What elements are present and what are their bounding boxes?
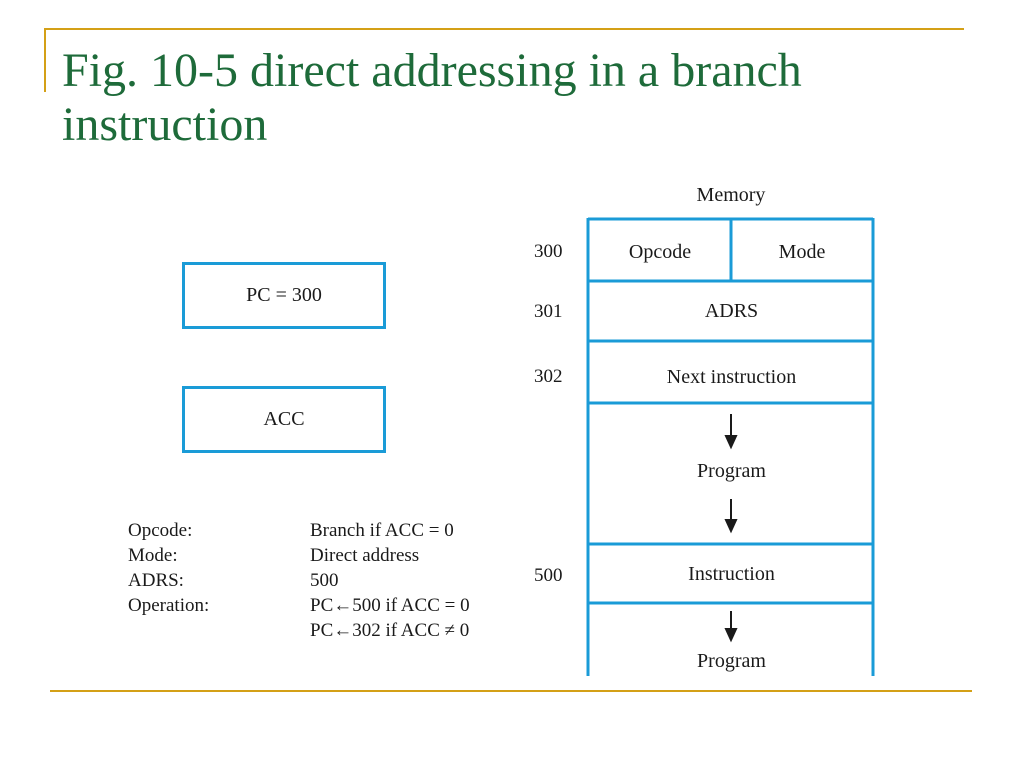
legend-value-operation-2: PC←302 if ACC ≠ 0 [310, 620, 470, 641]
memory-cell-instruction: Instruction [688, 563, 775, 585]
down-arrow-icon [724, 414, 738, 450]
address-302: 302 [534, 366, 563, 387]
slide-title: Fig. 10-5 direct addressing in a branch … [62, 44, 802, 151]
title-accent-rule [44, 28, 964, 30]
address-301: 301 [534, 301, 563, 322]
footer-rule [50, 690, 972, 692]
pc-register-box: PC = 300 [182, 262, 386, 329]
down-arrow-icon [724, 499, 738, 534]
legend-value-mode: Direct address [310, 545, 420, 566]
legend-key-operation: Operation: [128, 595, 210, 616]
legend-key-adrs: ADRS: [128, 570, 184, 591]
memory-cell-program: Program [697, 460, 766, 482]
acc-register-box: ACC [182, 386, 386, 453]
memory-cell-mode: Mode [778, 241, 826, 263]
acc-register-label: ACC [263, 408, 305, 430]
memory-cell-opcode: Opcode [628, 241, 692, 263]
legend-key-mode: Mode: [128, 545, 178, 566]
memory-cell-next-instruction: Next instruction [666, 366, 797, 388]
legend-key-opcode: Opcode: [128, 520, 193, 541]
address-300: 300 [534, 241, 563, 262]
pc-register-label: PC = 300 [246, 284, 322, 306]
memory-heading: Memory [696, 184, 766, 206]
memory-cell-program: Program [697, 650, 766, 672]
memory-cell-adrs: ADRS [704, 300, 759, 322]
instruction-legend: Opcode: Branch if ACC = 0 Mode: Direct a… [128, 519, 548, 659]
legend-value-opcode: Branch if ACC = 0 [310, 520, 454, 541]
legend-value-adrs: 500 [310, 570, 339, 591]
down-arrow-icon [724, 611, 738, 643]
title-accent-bar [44, 28, 46, 92]
legend-value-operation-1: PC←500 if ACC = 0 [310, 595, 470, 616]
address-500: 500 [534, 565, 563, 586]
